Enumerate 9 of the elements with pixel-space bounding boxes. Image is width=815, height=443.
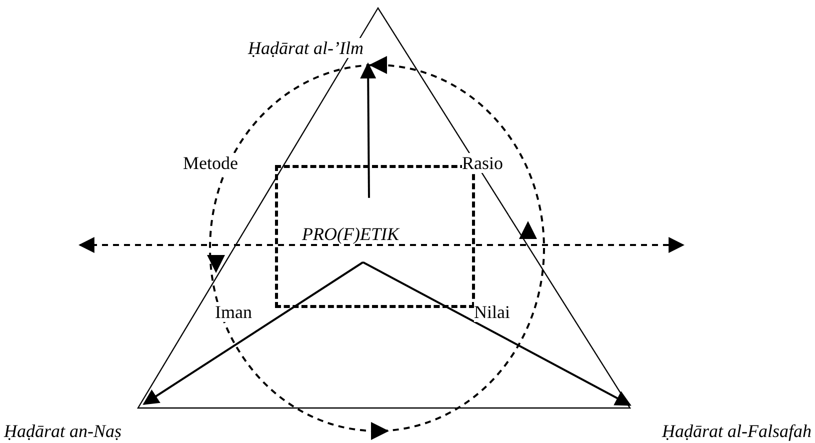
corner-label: Iman [215, 302, 252, 322]
vertex-label: Ḥaḍārat al-’Ilm [248, 38, 364, 58]
corner-label: Rasio [462, 153, 504, 173]
corner-label: Metode [183, 153, 238, 173]
arrow [142, 261, 364, 405]
corner-label: Nilai [474, 302, 510, 322]
vertex-label: Ḥaḍārat al-Falsafah [662, 421, 812, 441]
arrow [360, 62, 376, 198]
arrow [362, 261, 632, 406]
